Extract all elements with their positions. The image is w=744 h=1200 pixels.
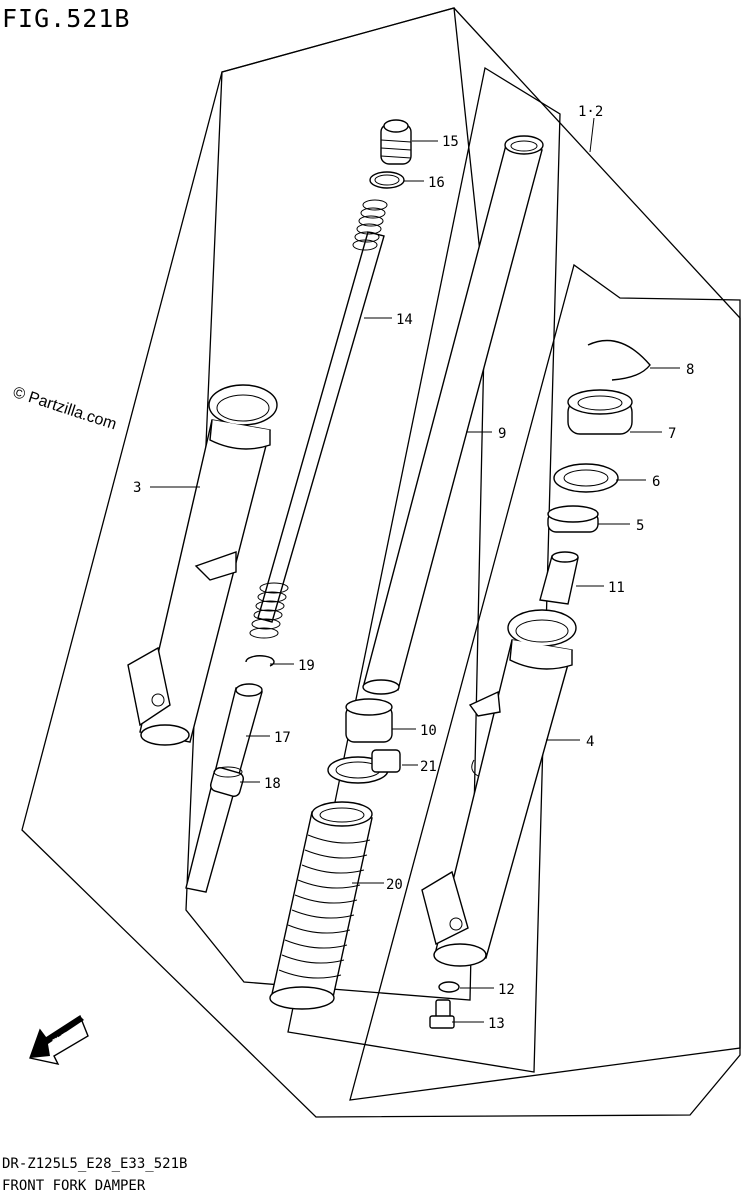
callout-label-10: 10 [420, 723, 437, 739]
guide-bushing-part [547, 505, 599, 533]
outer-tube-right-part [421, 609, 577, 967]
callout-label-8: 8 [686, 362, 694, 378]
callout-label-18: 18 [264, 776, 281, 792]
callout-label-17: 17 [274, 730, 291, 746]
figure-title: FIG.521B [2, 4, 131, 33]
inner-parts-frame [349, 263, 741, 1101]
cap-bolt-part [380, 119, 412, 165]
collar-part [209, 766, 245, 797]
washer-part [553, 463, 619, 493]
callout-label-20: 20 [386, 877, 403, 893]
diagram-name: FRONT FORK DAMPER [2, 1178, 146, 1194]
callout-label-9: 9 [498, 426, 506, 442]
callout-label-12: 12 [498, 982, 515, 998]
callout-layer: 15 16 14 3 19 17 18 9 10 21 20 8 7 6 5 11 4 12 13 [133, 134, 694, 1032]
callout-label-16: 16 [428, 175, 445, 191]
bushing-part [345, 698, 393, 743]
snap-ring-part [587, 339, 651, 381]
callout-label-11: 11 [608, 580, 625, 596]
callout-label-4: 4 [586, 734, 594, 750]
damper-frame [287, 66, 561, 1073]
gasket-part [438, 981, 460, 993]
callout-label-14: 14 [396, 312, 413, 328]
assembly-label: 1·2 [578, 104, 603, 120]
callout-label-13: 13 [488, 1016, 505, 1032]
damper-cylinder-part [362, 135, 544, 695]
slide-bush-part [539, 551, 579, 605]
clamp-part [327, 749, 401, 784]
fwd-arrow-icon: FWD [29, 1014, 89, 1065]
drain-bolt-part [429, 999, 455, 1029]
callout-label-15: 15 [442, 134, 459, 150]
damper-rod-part [249, 199, 388, 639]
callout-label-7: 7 [668, 426, 676, 442]
model-code: DR-Z125L5_E28_E33_521B [2, 1156, 188, 1172]
assembly-frame [21, 7, 741, 1118]
assembly-leader [589, 117, 595, 153]
outer-tube-left-part [127, 384, 278, 746]
callout-label-3: 3 [133, 480, 141, 496]
oil-seal-part [567, 389, 633, 435]
callout-label-19: 19 [298, 658, 315, 674]
circlip-part [245, 655, 275, 667]
dust-boot-part [269, 801, 373, 1010]
callout-label-5: 5 [636, 518, 644, 534]
callout-label-21: 21 [420, 759, 437, 775]
callout-label-6: 6 [652, 474, 660, 490]
